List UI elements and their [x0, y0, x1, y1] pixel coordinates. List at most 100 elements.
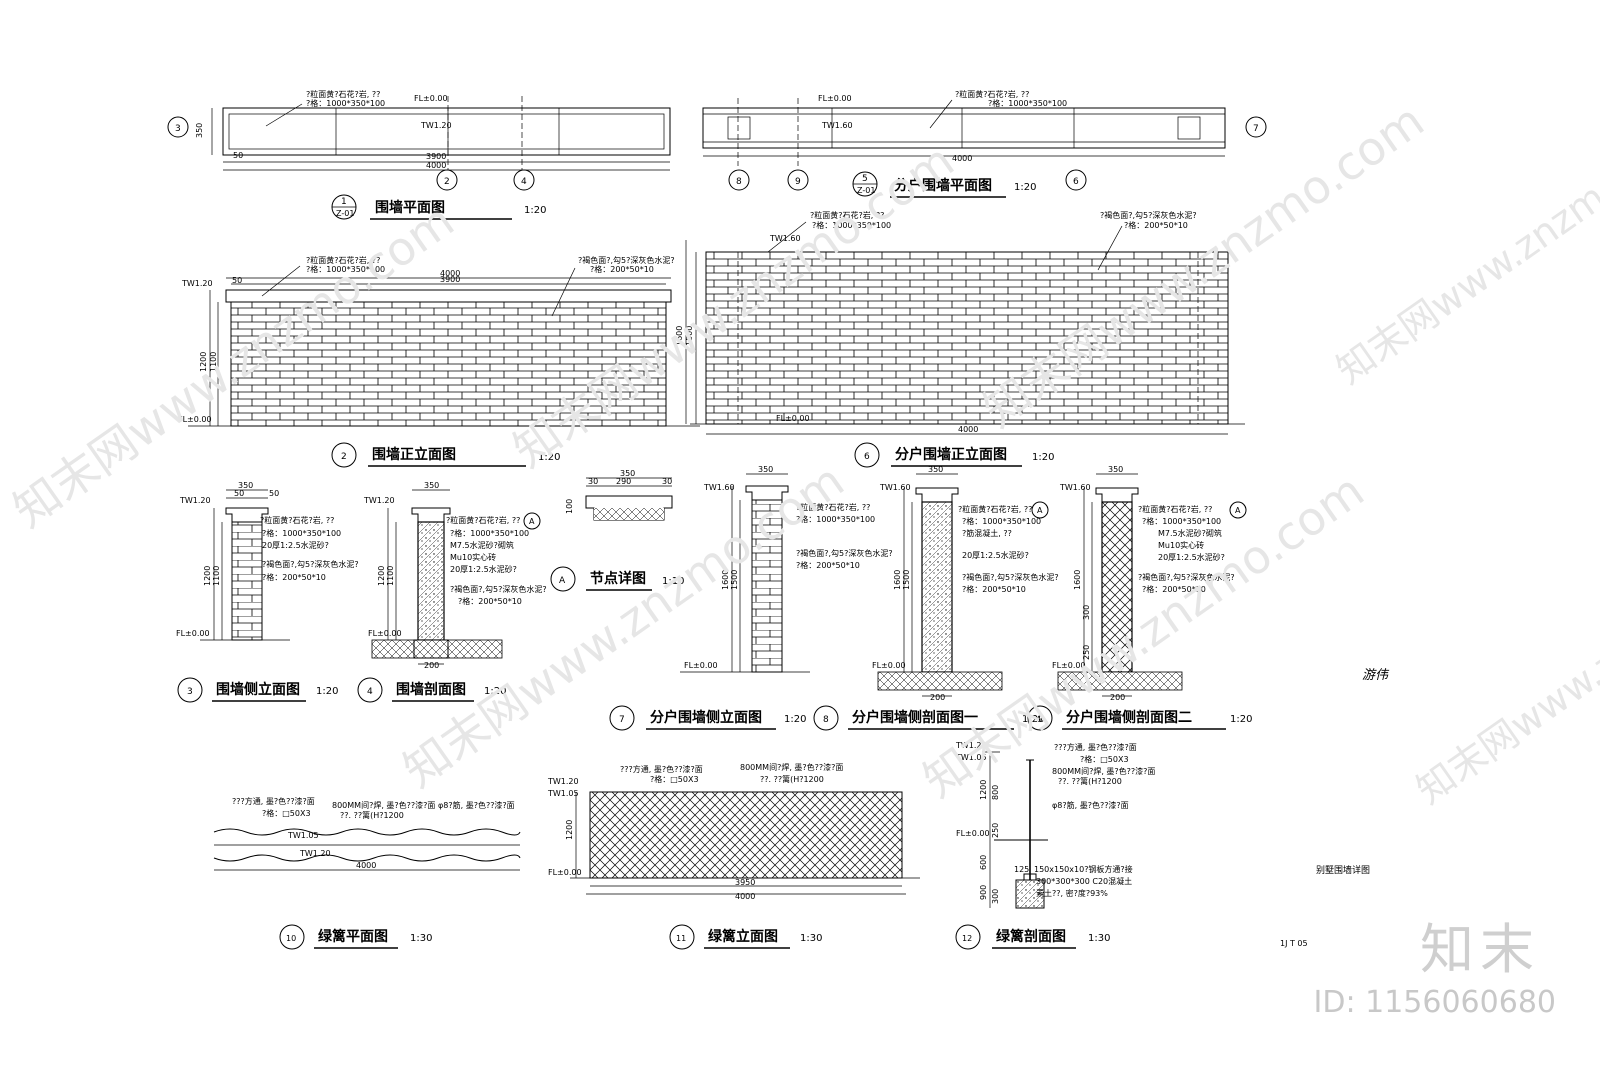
- svg-text:300: 300: [1082, 605, 1091, 620]
- svg-text:??. ??篱(H?1200: ??. ??篱(H?1200: [340, 810, 404, 820]
- svg-text:290: 290: [616, 477, 631, 486]
- svg-text:?格：1000*350*100: ?格：1000*350*100: [306, 264, 385, 274]
- svg-text:50: 50: [269, 489, 279, 498]
- svg-text:8: 8: [736, 177, 742, 187]
- svg-text:1600: 1600: [675, 326, 684, 346]
- svg-text:FL±0.00: FL±0.00: [872, 661, 906, 670]
- svg-text:800MM间?焊, 墨?色??漆?面: 800MM间?焊, 墨?色??漆?面: [740, 762, 843, 772]
- svg-text:1100: 1100: [212, 566, 221, 586]
- view-11-title: 绿篱立面图: [708, 928, 778, 945]
- view-11-circle: [669, 924, 695, 950]
- svg-text:150x150x10?钢板方通?接: 150x150x10?钢板方通?接: [1034, 864, 1133, 874]
- svg-text:?粒面黄?石花?岩, ??: ?粒面黄?石花?岩, ??: [958, 504, 1032, 514]
- svg-text:4000: 4000: [958, 425, 978, 434]
- svg-text:250: 250: [991, 823, 1000, 838]
- svg-text:8: 8: [823, 715, 829, 725]
- svg-text:1:10: 1:10: [662, 576, 684, 587]
- document-id: ID: 1156060680: [1313, 985, 1556, 1020]
- svg-text:30: 30: [588, 477, 598, 486]
- svg-text:350: 350: [1108, 465, 1123, 474]
- svg-text:4: 4: [367, 687, 373, 697]
- svg-text:A: A: [1235, 506, 1241, 515]
- view-6-title: 分户围墙正立面图: [895, 446, 1007, 463]
- view-A-circle: [550, 566, 576, 592]
- svg-text:φ8?筋, 墨?色??漆?面: φ8?筋, 墨?色??漆?面: [438, 800, 515, 810]
- svg-text:6: 6: [1073, 177, 1079, 187]
- svg-text:?格：1000*350*100: ?格：1000*350*100: [812, 220, 891, 230]
- svg-text:1:20: 1:20: [484, 686, 506, 697]
- view-2-wall-elevation: 4000 3900 50 1200 1100 TW1.20 FL±0.00 ?粒…: [178, 255, 700, 468]
- view-1-wall-plan: 3900 4000 50 350 FL±0.00 TW1.20 ?粒面黄?石花?…: [167, 89, 671, 220]
- svg-text:50: 50: [232, 276, 242, 285]
- svg-text:250: 250: [1082, 645, 1091, 660]
- view-12-circle: [955, 924, 981, 950]
- svg-text:300: 300: [991, 889, 1000, 904]
- svg-text:?格：1000*350*100: ?格：1000*350*100: [796, 514, 875, 524]
- svg-text:A: A: [529, 517, 535, 526]
- dim-3900: 3900: [426, 152, 446, 161]
- view-6-circle: [854, 442, 880, 468]
- svg-text:3900: 3900: [440, 275, 460, 284]
- svg-text:4000: 4000: [356, 861, 376, 870]
- svg-text:TW1.20: TW1.20: [363, 496, 395, 505]
- view-2-circle: [331, 442, 357, 468]
- svg-text:A: A: [1037, 506, 1043, 515]
- svg-text:1:20: 1:20: [1032, 452, 1054, 463]
- view-1-title: 围墙平面图: [375, 199, 445, 216]
- svg-text:1200: 1200: [377, 566, 386, 586]
- section-marker-8: [728, 169, 750, 191]
- view-9-circle: [1027, 705, 1053, 731]
- svg-text:350: 350: [620, 469, 635, 478]
- view-6-unit-wall-elevation: 4000 1600 1500 TW1.60 FL±0.00 ?粒面黄?石花?岩,…: [675, 210, 1245, 468]
- svg-text:20厚1:2.5水泥砂?: 20厚1:2.5水泥砂?: [962, 550, 1029, 560]
- svg-text:1500: 1500: [685, 326, 694, 346]
- svg-text:3: 3: [175, 124, 181, 134]
- brand-logo: 知末: [1420, 918, 1540, 981]
- svg-text:?格：200*50*10: ?格：200*50*10: [1124, 220, 1188, 230]
- view-8-unit-wall-section-1: 350 200 1600 1500 TW1.60 FL±0.00 ?粒面黄?石花…: [813, 465, 1059, 731]
- svg-text:800MM间?焊, 墨?色??漆?面: 800MM间?焊, 墨?色??漆?面: [1052, 766, 1155, 776]
- svg-text:???方通, 墨?色??漆?面: ???方通, 墨?色??漆?面: [620, 764, 703, 774]
- svg-text:4000: 4000: [952, 154, 972, 163]
- svg-text:3: 3: [187, 687, 193, 697]
- svg-text:Z-01: Z-01: [857, 186, 875, 195]
- svg-text:Mu10实心砖: Mu10实心砖: [450, 552, 496, 562]
- svg-text:1:30: 1:30: [410, 933, 432, 944]
- view-9-title: 分户围墙侧剖面图二: [1066, 709, 1192, 726]
- svg-text:200: 200: [930, 693, 945, 702]
- svg-text:Mu10实心砖: Mu10实心砖: [1158, 540, 1204, 550]
- view-12-hedge-section: 1200 800 250 600 900 300 TW1.20 TW1.05 F…: [955, 741, 1155, 950]
- svg-text:1200: 1200: [199, 352, 208, 372]
- level-tw: TW1.20: [420, 121, 452, 130]
- svg-text:125: 125: [1014, 865, 1029, 874]
- view-11-hedge-elevation: 3950 4000 1200 TW1.20 TW1.05 FL±0.00 ???…: [547, 762, 920, 950]
- svg-text:600: 600: [979, 855, 988, 870]
- view-10-title: 绿篱平面图: [318, 928, 388, 945]
- svg-text:200: 200: [424, 661, 439, 670]
- detail-marker-A: [523, 512, 541, 530]
- svg-text:1:20: 1:20: [784, 714, 806, 725]
- svg-text:??. ??篱(H?1200: ??. ??篱(H?1200: [760, 774, 824, 784]
- view-10-circle: [279, 924, 305, 950]
- svg-text:?格：200*50*10: ?格：200*50*10: [458, 596, 522, 606]
- svg-text:TW1.60: TW1.60: [703, 483, 735, 492]
- view-4-circle: [357, 677, 383, 703]
- title-block: 别墅围墙详图 1J T 05 游伟: [1280, 668, 1390, 948]
- view-10-hedge-plan: 4000 TW1.05 TW1.20 ???方通, 墨?色??漆?面 ?格：□5…: [213, 796, 521, 950]
- svg-text:TW1.60: TW1.60: [1059, 483, 1091, 492]
- dim-50: 50: [233, 151, 243, 160]
- svg-text:2: 2: [444, 177, 450, 187]
- svg-text:1: 1: [341, 197, 347, 207]
- view-3-circle: [177, 677, 203, 703]
- svg-text:30: 30: [662, 477, 672, 486]
- svg-text:A: A: [559, 576, 566, 586]
- signature: 游伟: [1362, 668, 1390, 683]
- svg-text:11: 11: [676, 934, 686, 943]
- svg-text:?粒面黄?石花?岩, ??: ?粒面黄?石花?岩, ??: [1138, 504, 1212, 514]
- svg-text:3950: 3950: [735, 878, 755, 887]
- svg-text:?粒面黄?石花?岩, ??: ?粒面黄?石花?岩, ??: [446, 515, 520, 525]
- svg-text:1:20: 1:20: [538, 452, 560, 463]
- svg-text:20厚1:2.5水泥砂?: 20厚1:2.5水泥砂?: [262, 540, 329, 550]
- svg-text:2: 2: [341, 452, 347, 462]
- svg-text:1:20: 1:20: [1022, 714, 1044, 725]
